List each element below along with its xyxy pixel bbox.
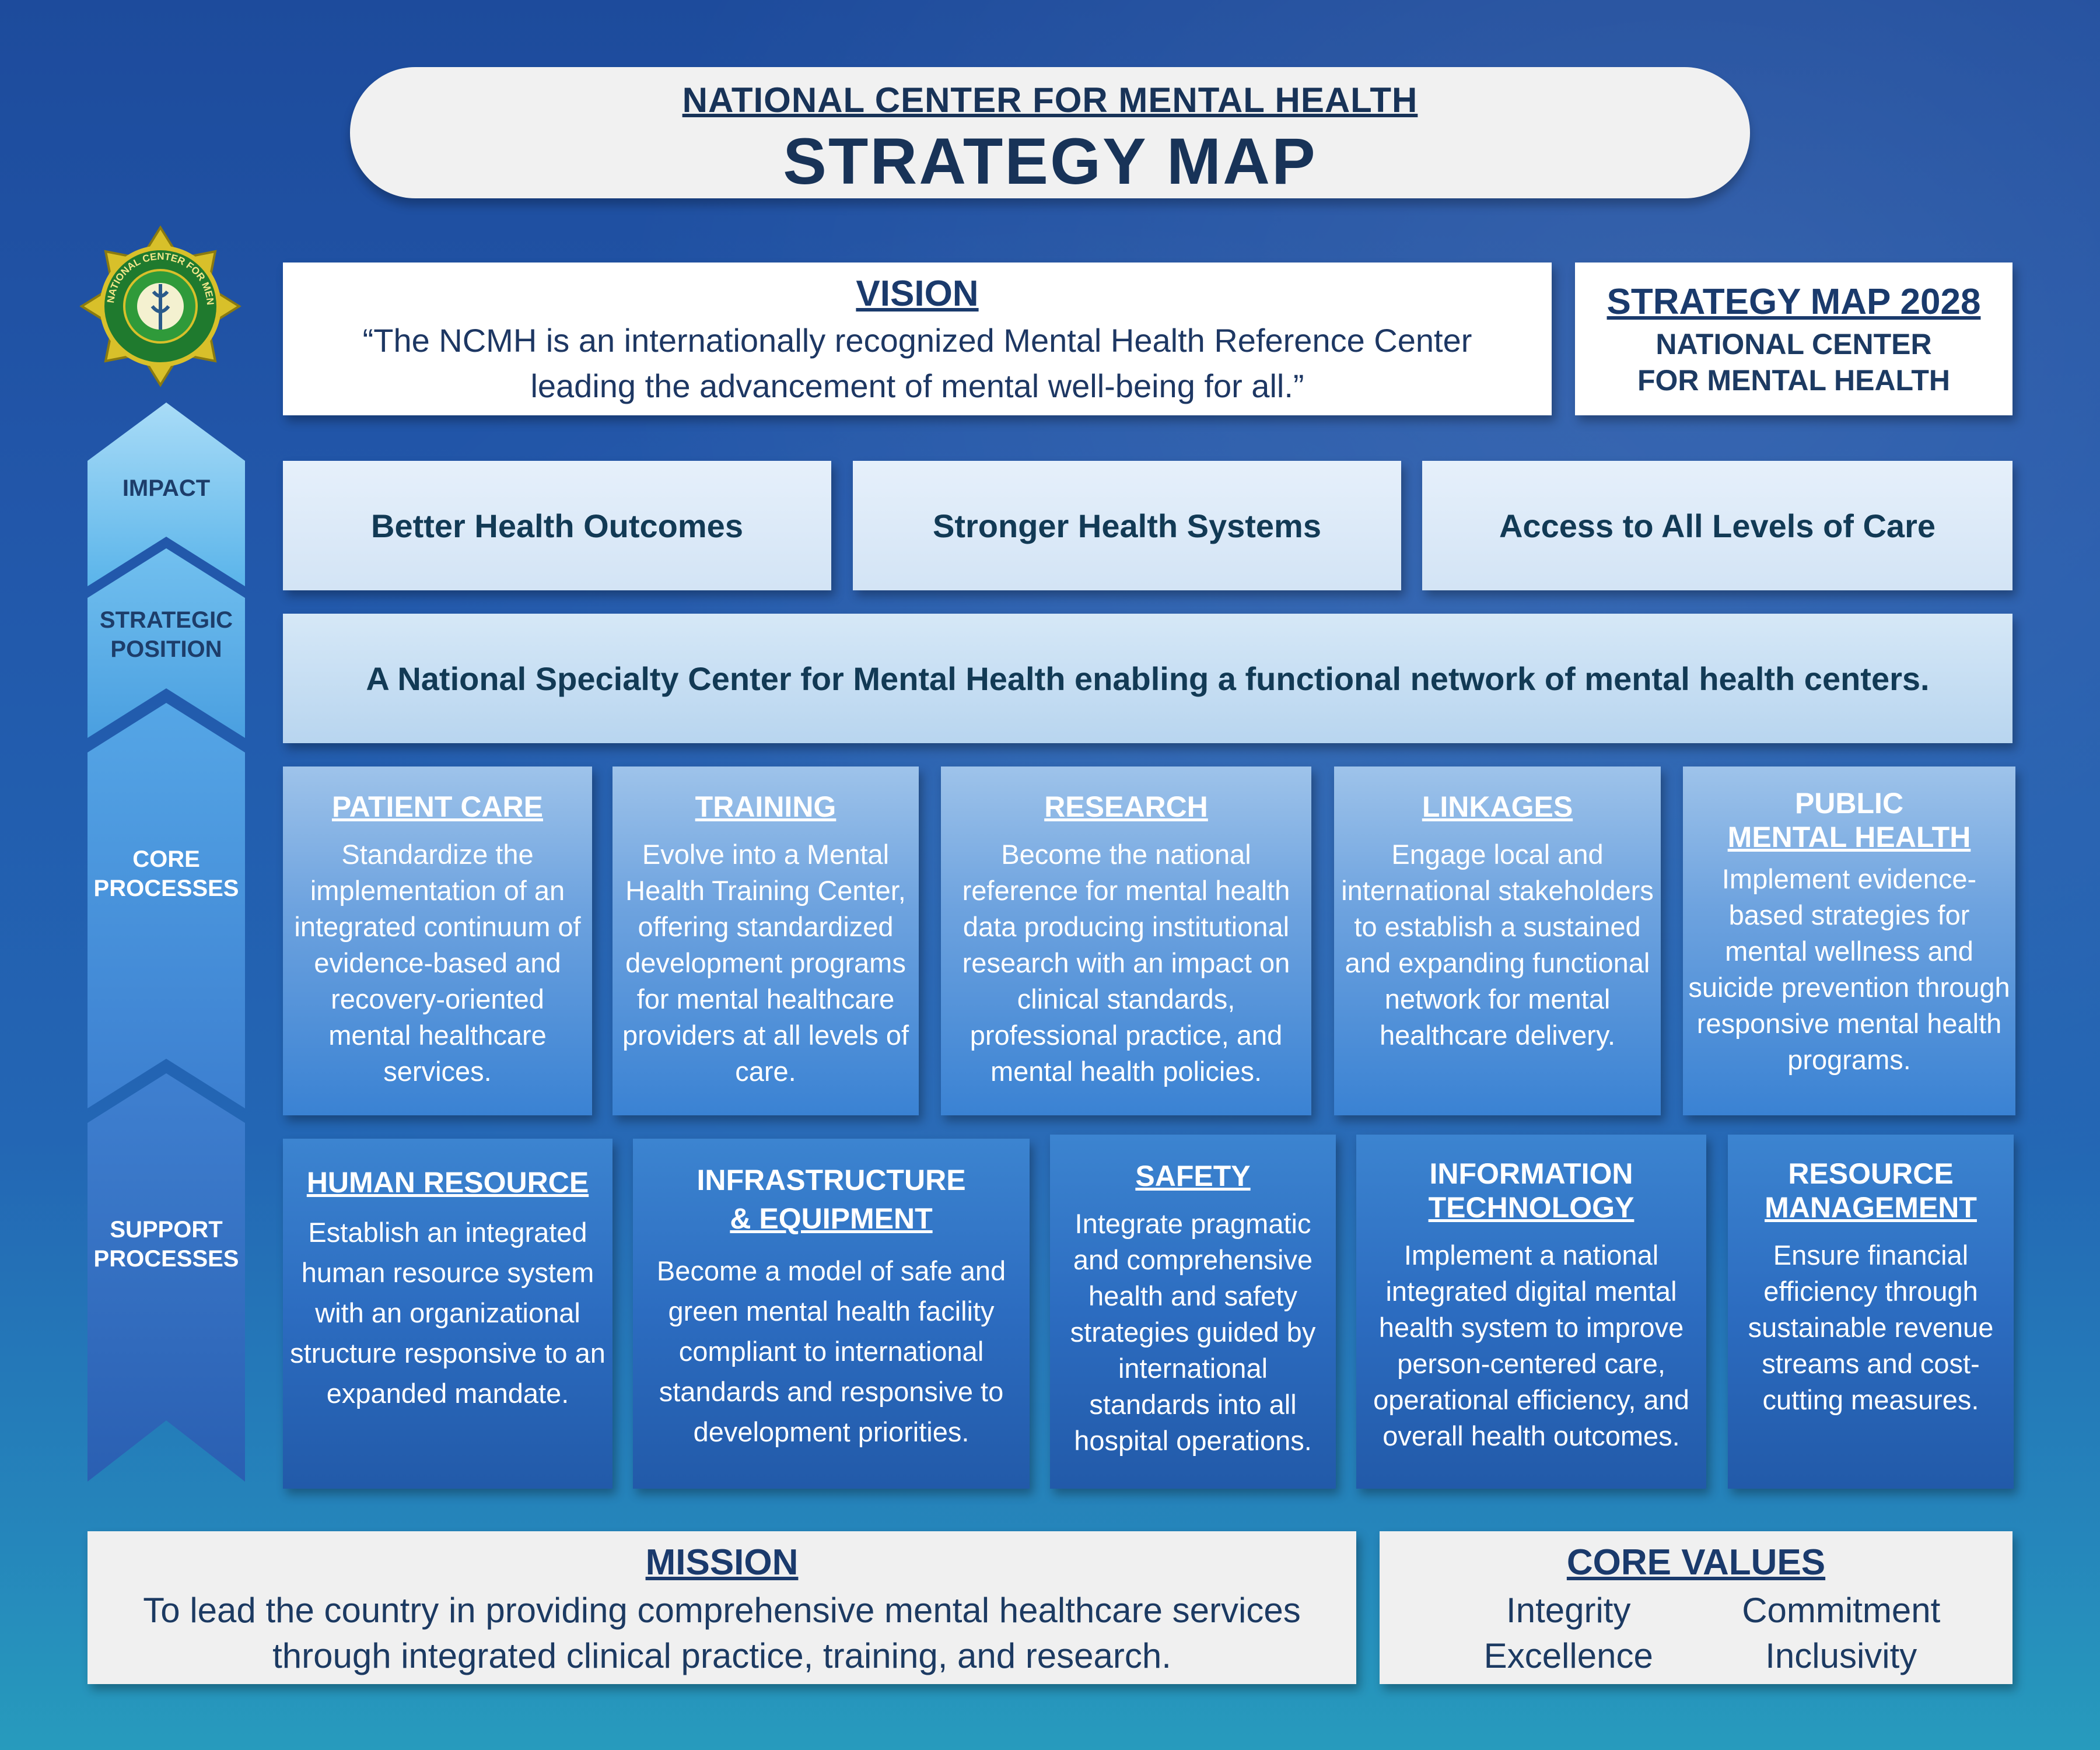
support-process-infrastructure: INFRASTRUCTURE & EQUIPMENT Become a mode… [633,1139,1030,1489]
vision-text: “The NCMH is an internationally recogniz… [362,322,1472,404]
strategic-position-box: A National Specialty Center for Mental H… [283,614,2013,743]
strategy-badge-line1: NATIONAL CENTER [1656,328,1932,360]
support-process-title-line2: TECHNOLOGY [1428,1191,1634,1224]
core-process-text: Engage local and international stakehold… [1341,839,1654,1051]
support-process-text: Establish an integrated human resource s… [290,1217,606,1409]
support-process-safety: SAFETY Integrate pragmatic and comprehen… [1050,1135,1336,1489]
mission-heading: MISSION [645,1542,799,1583]
level-label-core-line2: PROCESSES [93,876,239,901]
support-process-text: Become a model of safe and green mental … [656,1255,1006,1447]
core-process-training: TRAINING Evolve into a Mental Health Tra… [612,766,919,1115]
impact-box: Access to All Levels of Care [1422,461,2013,590]
core-process-research: RESEARCH Become the national reference f… [941,766,1311,1115]
level-label-strategic-line1: STRATEGIC [99,607,233,633]
core-process-title: PATIENT CARE [331,790,544,823]
impact-box: Stronger Health Systems [853,461,1401,590]
core-values-heading: CORE VALUES [1566,1542,1826,1583]
core-value-item: Excellence [1483,1636,1653,1675]
support-process-title-line1: INFRASTRUCTURE [696,1164,966,1196]
level-label-support-processes: SUPPORT PROCESSES [88,1215,245,1273]
support-process-title-line1: INFORMATION [1429,1157,1633,1190]
support-process-text: Integrate pragmatic and comprehensive he… [1070,1208,1316,1456]
impact-box: Better Health Outcomes [283,461,831,590]
level-label-core-processes: CORE PROCESSES [88,845,245,903]
support-process-information-technology: INFORMATION TECHNOLOGY Implement a natio… [1356,1135,1706,1489]
strategy-badge-heading: STRATEGY MAP 2028 [1606,282,1981,322]
support-process-human-resource: HUMAN RESOURCE Establish an integrated h… [283,1139,612,1489]
vision-box: VISION “The NCMH is an internationally r… [283,262,1552,415]
core-value-item: Commitment [1742,1591,1941,1630]
support-process-title: HUMAN RESOURCE [306,1166,589,1199]
strategy-badge-line2: FOR MENTAL HEALTH [1637,364,1951,397]
page-title: STRATEGY MAP [783,125,1317,198]
vision-heading: VISION [856,274,979,314]
core-process-text: Evolve into a Mental Health Training Cen… [622,839,909,1087]
level-label-core-line1: CORE [132,846,200,872]
support-process-text: Ensure financial efficiency through sust… [1748,1240,1994,1415]
level-label-strategic-line2: POSITION [110,636,222,662]
support-process-title-line2: & EQUIPMENT [730,1202,933,1235]
core-values-list: Integrity Commitment Excellence Inclusiv… [1432,1588,1978,1679]
core-process-title: TRAINING [695,790,836,823]
core-process-text: Implement evidence-based strategies for … [1688,863,2010,1075]
support-process-text: Implement a national integrated digital … [1373,1240,1689,1451]
core-process-text: Standardize the implementation of an int… [294,839,581,1087]
title-banner: NATIONAL CENTER FOR MENTAL HEALTH STRATE… [350,67,1750,198]
level-label-strategic-position: STRATEGIC POSITION [88,606,245,664]
level-label-support-line2: PROCESSES [93,1246,239,1272]
support-process-title-line2: MANAGEMENT [1765,1191,1977,1224]
core-values-box: CORE VALUES Integrity Commitment Excelle… [1380,1531,2013,1684]
support-process-title: SAFETY [1135,1160,1251,1192]
core-process-title: LINKAGES [1422,790,1573,823]
level-chevron-arrow [88,402,245,1482]
core-process-public-mental-health: PUBLIC MENTAL HEALTH Implement evidence-… [1683,766,2015,1115]
core-process-title-line2: MENTAL HEALTH [1727,821,1971,853]
core-value-item: Inclusivity [1765,1636,1917,1675]
core-process-linkages: LINKAGES Engage local and international … [1334,766,1661,1115]
support-process-title-line1: RESOURCE [1788,1157,1954,1190]
organization-name: NATIONAL CENTER FOR MENTAL HEALTH [682,80,1418,120]
core-value-item: Integrity [1506,1591,1631,1630]
core-process-title: RESEARCH [1044,790,1208,823]
support-process-resource-management: RESOURCE MANAGEMENT Ensure financial eff… [1728,1135,2014,1489]
mission-box: MISSION To lead the country in providing… [88,1531,1356,1684]
core-process-title-line1: PUBLIC [1794,787,1904,820]
strategy-map-badge: STRATEGY MAP 2028 NATIONAL CENTER FOR ME… [1575,262,2013,415]
level-label-impact: IMPACT [122,475,211,501]
ncmh-seal-logo: NATIONAL CENTER FOR MENTAL HEALTH · DEPA… [73,219,242,387]
level-label-support-line1: SUPPORT [110,1217,223,1242]
core-process-patient-care: PATIENT CARE Standardize the implementat… [283,766,592,1115]
core-process-text: Become the national reference for mental… [962,839,1290,1087]
mission-text: To lead the country in providing compreh… [143,1591,1301,1675]
